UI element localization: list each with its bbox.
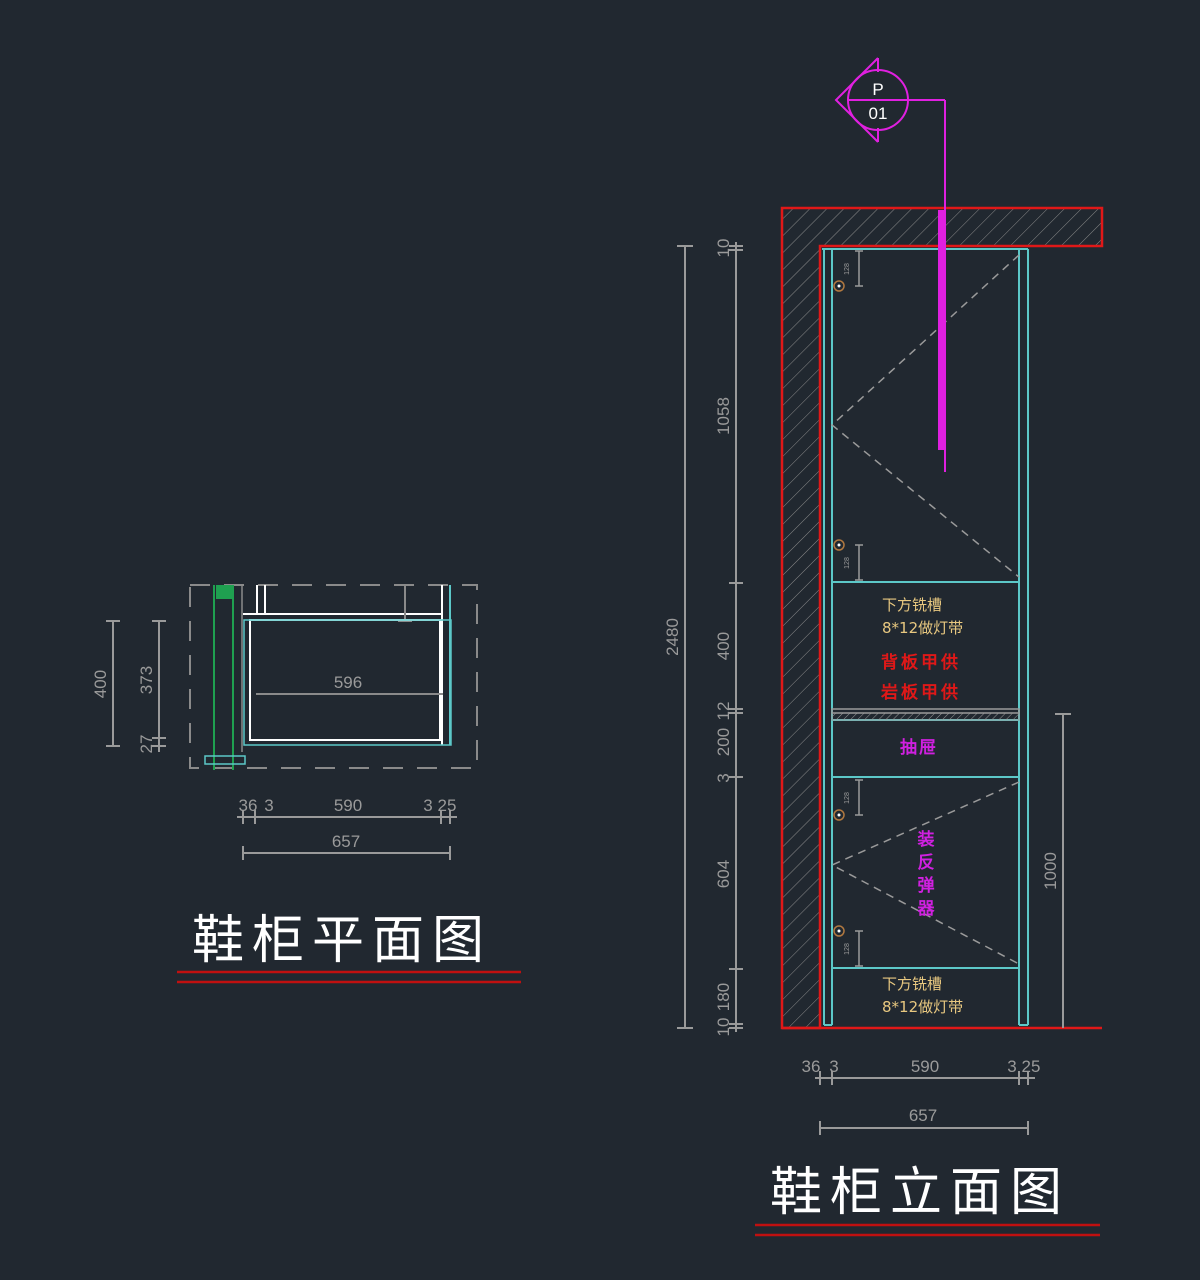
plan-dim-left-b: 3 <box>264 796 273 815</box>
elevation-dim-lower-door: 604 <box>714 860 733 888</box>
elevation-dim-overall: 2480 <box>663 618 682 656</box>
rebound-note-char: 反 <box>918 853 935 873</box>
elevation-dim-bottom-gap: 10 <box>714 1018 733 1037</box>
rebound-note-char: 器 <box>917 899 936 919</box>
elevation-dim-right-b: 25 <box>1022 1057 1041 1076</box>
hinges <box>833 250 863 967</box>
elevation-right-dimension <box>1055 713 1071 1028</box>
plan-view: 596 400 373 27 36 3 590 3 25 <box>91 584 521 984</box>
elevation-cabinet <box>822 248 1029 1026</box>
plan-inner-width-label: 596 <box>334 673 362 692</box>
hinge-offset-label: 128 <box>844 263 851 275</box>
hinge-offset-label: 128 <box>844 557 851 569</box>
plan-dim-left-a: 36 <box>239 796 258 815</box>
rebound-note-char: 弹 <box>918 875 935 896</box>
plan-cabinet-body <box>243 585 452 746</box>
elevation-dim-shelf: 12 <box>714 702 733 721</box>
elevation-horizontal-dimensions <box>815 1071 1035 1135</box>
upper-groove-note-line2: 8*12做灯带 <box>882 619 963 637</box>
plan-dim-main: 373 <box>137 666 156 694</box>
rock-slab-hatch <box>831 712 1020 721</box>
lower-groove-note-line1: 下方铣槽 <box>882 975 942 993</box>
lower-groove-note-line2: 8*12做灯带 <box>882 998 963 1016</box>
hinge-icon <box>833 925 845 937</box>
plan-dim-total: 657 <box>332 832 360 851</box>
elevation-dim-upper-door: 1058 <box>714 397 733 435</box>
elevation-dim-plinth: 180 <box>714 983 733 1011</box>
plan-title: 鞋柜平面图 <box>192 911 492 971</box>
hinge-icon <box>833 539 845 551</box>
elevation-chain-dimensions <box>729 242 743 1032</box>
section-marker-letter: P <box>872 80 883 99</box>
plan-dim-overall: 400 <box>91 670 110 698</box>
hinge-offset-label: 128 <box>844 943 851 955</box>
hinge-icon <box>833 809 845 821</box>
plan-dim-bottom: 27 <box>137 735 156 754</box>
hinge-icon <box>833 280 845 292</box>
elevation-view: 128 128 128 128 P 01 下方铣槽 8*12做灯带 背板甲供 岩… <box>663 57 1104 1237</box>
hinge-offset-label: 128 <box>844 792 851 804</box>
elevation-dim-right-height: 1000 <box>1041 852 1060 890</box>
back-panel-note: 背板甲供 <box>881 652 961 673</box>
elevation-dim-left-b: 3 <box>829 1057 838 1076</box>
elevation-dim-middle: 590 <box>911 1057 939 1076</box>
elevation-overall-dimension <box>677 245 693 1029</box>
rebound-note-char: 装 <box>917 829 935 850</box>
plan-dashed-outline <box>189 584 478 769</box>
elevation-title: 鞋柜立面图 <box>770 1163 1070 1223</box>
shelf-top <box>831 708 1020 714</box>
rock-panel-note: 岩板甲供 <box>880 682 961 703</box>
plan-dim-middle: 590 <box>334 796 362 815</box>
lower-door-swing-lines <box>830 781 1020 965</box>
upper-door-swing-lines <box>830 254 1020 578</box>
elevation-dim-total: 657 <box>909 1106 937 1125</box>
elevation-dim-open-niche: 400 <box>714 632 733 660</box>
section-cut-line <box>938 210 944 450</box>
section-marker <box>834 57 946 472</box>
plan-vertical-dimensions <box>106 620 166 752</box>
plan-dim-right-b: 25 <box>438 796 457 815</box>
upper-groove-note-line1: 下方铣槽 <box>882 596 942 614</box>
plan-horizontal-dimensions <box>237 810 457 860</box>
elevation-dim-gap: 3 <box>714 773 733 782</box>
plan-dim-right-a: 3 <box>423 796 432 815</box>
drawer-note: 抽屉 <box>900 737 938 758</box>
elevation-dim-right-a: 3 <box>1007 1057 1016 1076</box>
section-marker-number: 01 <box>869 104 888 123</box>
elevation-dim-drawer: 200 <box>714 728 733 756</box>
elevation-dim-left-a: 36 <box>802 1057 821 1076</box>
plan-door-panel <box>204 585 246 770</box>
elevation-dim-top-gap: 10 <box>714 239 733 258</box>
